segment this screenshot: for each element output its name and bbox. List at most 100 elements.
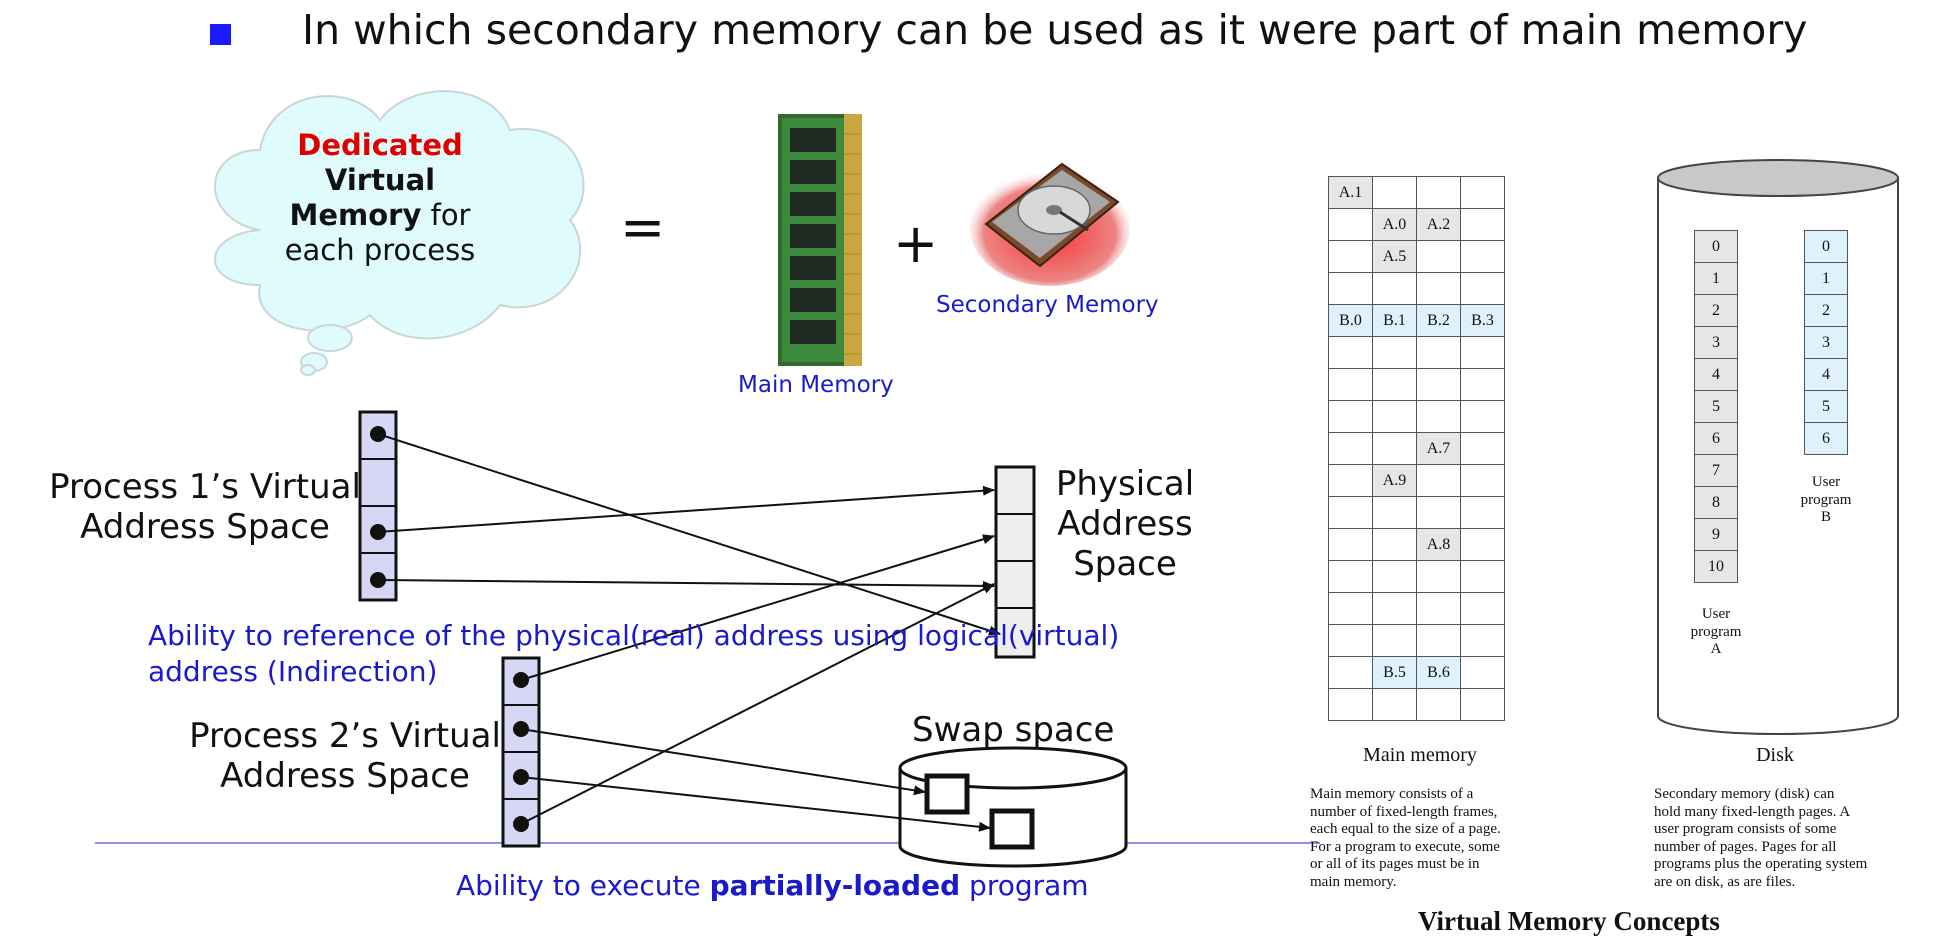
frame-row: A.7 xyxy=(1328,432,1505,465)
indirection-caption: Ability to reference of the physical(rea… xyxy=(148,619,1120,688)
page-cell: 0 xyxy=(1694,230,1738,263)
frame-cell xyxy=(1416,336,1461,369)
page-cell: 4 xyxy=(1804,358,1848,391)
frame-cell xyxy=(1416,560,1461,593)
frame-row: A.5 xyxy=(1328,240,1505,273)
frame-cell xyxy=(1372,528,1417,561)
partial-load-caption: Ability to execute partially-loaded prog… xyxy=(456,869,1089,902)
hard-disk-icon xyxy=(970,162,1130,286)
description-line: Main memory consists of a xyxy=(1310,786,1474,802)
frame-cell xyxy=(1328,368,1373,401)
frame-cell xyxy=(1460,240,1505,273)
secondary-memory-label: Secondary Memory xyxy=(936,292,1159,318)
frame-cell xyxy=(1416,624,1461,657)
page-cell: 7 xyxy=(1694,454,1738,487)
frame-cell: A.7 xyxy=(1416,432,1461,465)
frame-cell: B.2 xyxy=(1416,304,1461,337)
frame-cell: A.2 xyxy=(1416,208,1461,241)
frame-cell xyxy=(1416,688,1461,721)
description-line: Secondary memory (disk) can xyxy=(1654,786,1835,802)
frame-row xyxy=(1328,336,1505,369)
frame-cell xyxy=(1372,624,1417,657)
frame-cell xyxy=(1328,624,1373,657)
frame-cell xyxy=(1460,528,1505,561)
label-line: A xyxy=(1710,641,1722,657)
equals-sign: = xyxy=(620,196,666,259)
page-cell: 5 xyxy=(1694,390,1738,423)
frame-cell xyxy=(1416,176,1461,209)
label-line: B xyxy=(1820,509,1831,525)
description-line: each equal to the size of a page. xyxy=(1310,821,1501,837)
frame-cell xyxy=(1372,176,1417,209)
frame-cell xyxy=(1460,560,1505,593)
page-cell: 3 xyxy=(1694,326,1738,359)
description-line: or all of its pages must be in xyxy=(1310,856,1480,872)
frame-cell xyxy=(1328,208,1373,241)
bullet-icon xyxy=(210,24,231,45)
physical-address-label: Physical Address Space xyxy=(1055,464,1195,584)
frame-row: A.8 xyxy=(1328,528,1505,561)
process2-label: Process 2’s Virtual Address Space xyxy=(189,716,501,796)
page-cell: 0 xyxy=(1804,230,1848,263)
frame-cell xyxy=(1460,656,1505,689)
frame-cell xyxy=(1328,336,1373,369)
description-line: programs plus the operating system xyxy=(1654,856,1868,872)
swap-space-label: Swap space xyxy=(912,710,1115,750)
page-cell: 4 xyxy=(1694,358,1738,391)
plus-sign: + xyxy=(893,212,939,275)
frame-cell xyxy=(1328,432,1373,465)
frame-cell xyxy=(1372,272,1417,305)
frame-cell xyxy=(1328,272,1373,305)
frame-cell xyxy=(1328,592,1373,625)
frame-cell xyxy=(1460,688,1505,721)
frame-row xyxy=(1328,272,1505,305)
page-cell: 6 xyxy=(1804,422,1848,455)
frame-cell: A.5 xyxy=(1372,240,1417,273)
frame-cell: A.9 xyxy=(1372,464,1417,497)
frame-row: A.9 xyxy=(1328,464,1505,497)
frame-cell: B.1 xyxy=(1372,304,1417,337)
frame-cell xyxy=(1460,464,1505,497)
description-line: number of fixed-length frames, xyxy=(1310,803,1498,820)
page-cell: 2 xyxy=(1694,294,1738,327)
main-memory-caption: Main memory xyxy=(1363,744,1477,766)
frame-cell xyxy=(1460,432,1505,465)
label-line: program xyxy=(1800,491,1852,508)
frame-cell xyxy=(1416,496,1461,529)
page-cell: 6 xyxy=(1694,422,1738,455)
frame-cell xyxy=(1460,336,1505,369)
thought-cloud xyxy=(214,90,585,376)
frame-cell xyxy=(1328,240,1373,273)
frame-cell: B.5 xyxy=(1372,656,1417,689)
page-cell: 8 xyxy=(1694,486,1738,519)
frame-cell xyxy=(1372,336,1417,369)
frame-cell xyxy=(1460,496,1505,529)
page-cell: 1 xyxy=(1694,262,1738,295)
cloud-each-process: each process xyxy=(284,233,476,267)
swap-space-cylinder xyxy=(898,746,1128,868)
frame-cell: A.8 xyxy=(1416,528,1461,561)
frame-cell xyxy=(1416,240,1461,273)
frame-cell xyxy=(1460,208,1505,241)
frame-cell: A.1 xyxy=(1328,176,1373,209)
frame-cell xyxy=(1328,688,1373,721)
frame-cell xyxy=(1460,176,1505,209)
frame-cell xyxy=(1372,560,1417,593)
frame-cell xyxy=(1416,400,1461,433)
frame-cell xyxy=(1460,400,1505,433)
disk-caption: Disk xyxy=(1756,744,1794,766)
frame-cell xyxy=(1328,560,1373,593)
frame-cell: A.0 xyxy=(1372,208,1417,241)
label-line: User xyxy=(1811,474,1841,490)
frame-cell xyxy=(1460,272,1505,305)
page-cell: 1 xyxy=(1804,262,1848,295)
label-line: program xyxy=(1690,623,1742,640)
frame-cell xyxy=(1328,464,1373,497)
frame-cell xyxy=(1416,272,1461,305)
